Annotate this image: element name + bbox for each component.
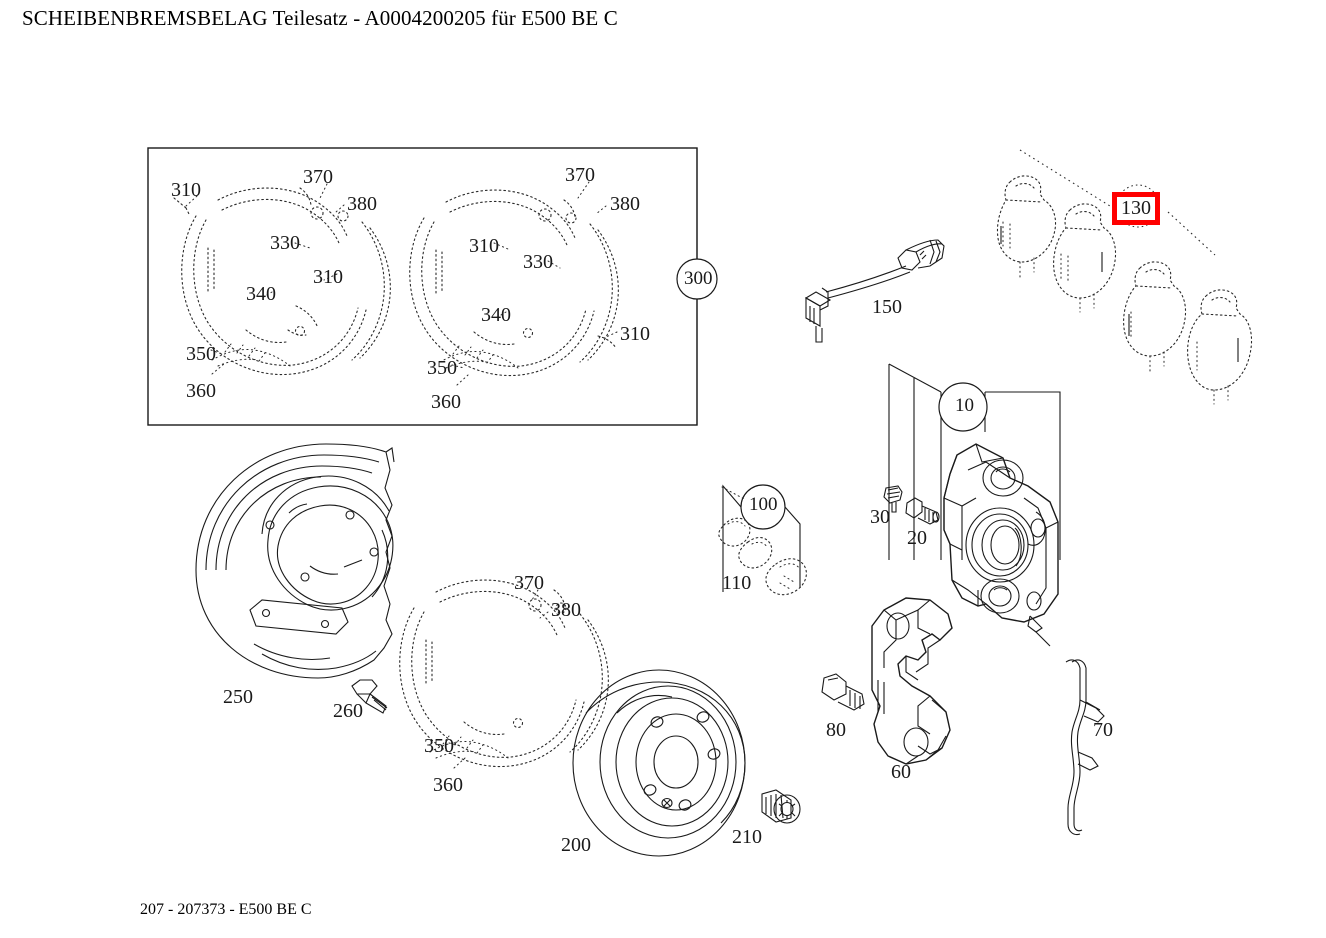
part-number-10: 10	[955, 395, 974, 416]
brake-caliper-body	[888, 363, 1061, 647]
part-number-210: 210	[732, 826, 762, 848]
guide-pin-parts	[718, 484, 807, 596]
carrier-bolt	[821, 673, 865, 711]
part-number-70: 70	[1093, 719, 1113, 741]
part-number-130[interactable]: 130	[1112, 192, 1160, 225]
part-number-350: 350	[186, 343, 216, 365]
part-number-30: 30	[870, 506, 890, 528]
brake-disc-rotor	[572, 669, 746, 857]
part-number-370: 370	[565, 164, 595, 186]
part-number-340: 340	[481, 304, 511, 326]
part-number-330: 330	[270, 232, 300, 254]
page-title: SCHEIBENBREMSBELAG Teilesatz - A00042002…	[22, 6, 618, 30]
part-number-80: 80	[826, 719, 846, 741]
part-number-370: 370	[303, 166, 333, 188]
part-number-380: 380	[551, 599, 581, 621]
part-number-20: 20	[907, 527, 927, 549]
part-number-360: 360	[433, 774, 463, 796]
page-footer: 207 - 207373 - E500 BE C	[140, 901, 312, 918]
part-number-360: 360	[431, 391, 461, 413]
part-number-200: 200	[561, 834, 591, 856]
brake-shoe-assembly-right	[409, 189, 619, 377]
part-number-380: 380	[347, 193, 377, 215]
part-number-310: 310	[313, 266, 343, 288]
part-number-100: 100	[749, 494, 778, 515]
part-number-350: 350	[427, 357, 457, 379]
part-number-310: 310	[171, 179, 201, 201]
parts-group-box	[147, 147, 698, 426]
part-number-260: 260	[333, 700, 363, 722]
part-number-350: 350	[424, 735, 454, 757]
group-box-leaders	[185, 181, 618, 386]
part-number-310: 310	[620, 323, 650, 345]
brake-shoe-assembly-lower	[399, 579, 609, 769]
part-number-110: 110	[722, 572, 752, 594]
brake-backing-plate	[195, 443, 395, 679]
part-number-150: 150	[872, 296, 902, 318]
part-number-250: 250	[223, 686, 253, 708]
part-number-300: 300	[684, 268, 713, 289]
callout-300	[676, 148, 718, 425]
backing-plate-bolt	[351, 679, 388, 714]
part-number-360: 360	[186, 380, 216, 402]
pad-retaining-spring	[1065, 659, 1105, 836]
rotor-retaining-screw	[761, 789, 801, 824]
part-number-380: 380	[610, 193, 640, 215]
brake-shoe-assembly-left	[173, 187, 391, 376]
brake-wear-sensor	[804, 239, 945, 343]
part-number-310: 310	[469, 235, 499, 257]
part-number-330: 330	[523, 251, 553, 273]
brake-pad-set	[996, 175, 1253, 405]
part-number-340: 340	[246, 283, 276, 305]
part-number-60: 60	[891, 761, 911, 783]
bleeder-screw	[883, 485, 903, 513]
caliper-carrier-bracket	[871, 597, 953, 765]
part-number-370: 370	[514, 572, 544, 594]
caliper-guide-bolt	[905, 497, 940, 525]
